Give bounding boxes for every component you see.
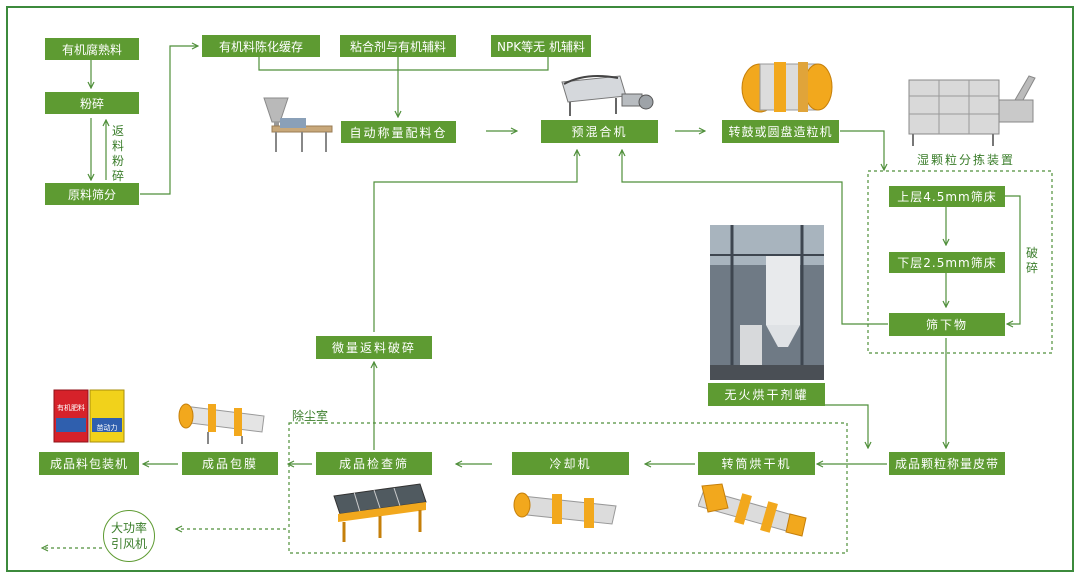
bag-right-text: 苗动力 bbox=[97, 423, 118, 432]
box-final-screen: 成品检查筛 bbox=[316, 452, 432, 475]
box-upper-screen: 上层4.5mm筛床 bbox=[889, 186, 1005, 207]
box-label: 成品料包装机 bbox=[49, 457, 128, 471]
diagram-frame bbox=[6, 6, 1074, 572]
label-dust-room: 除尘室 bbox=[292, 409, 329, 423]
box-label: 成品颗粒称量皮带 bbox=[894, 457, 999, 471]
box-organic-buffer: 有机料陈化缓存 bbox=[202, 35, 320, 57]
box-auto-weigh: 自动称量配料仓 bbox=[341, 121, 456, 143]
box-label: 粘合剂与有机辅料 bbox=[349, 39, 446, 54]
label-break: 破碎 bbox=[1025, 246, 1038, 275]
box-lower-screen: 下层2.5mm筛床 bbox=[889, 252, 1005, 273]
premix-machine-image bbox=[561, 75, 654, 116]
box-label: 成品包膜 bbox=[201, 457, 258, 471]
box-label: 原料筛分 bbox=[67, 187, 116, 202]
box-raw-screen: 原料筛分 bbox=[45, 183, 139, 205]
final-screen-image bbox=[333, 483, 427, 542]
box-label: 下层2.5mm筛床 bbox=[897, 256, 997, 270]
box-label: 上层4.5mm筛床 bbox=[897, 190, 997, 204]
box-dryer-tank: 无火烘干剂罐 bbox=[708, 383, 825, 406]
weigh-hopper-image bbox=[263, 97, 333, 152]
box-weigh-belt: 成品颗粒称量皮带 bbox=[889, 452, 1005, 475]
box-npk: NPK等无 机辅料 bbox=[491, 35, 591, 57]
coating-drum-image bbox=[178, 403, 265, 444]
rotary-dryer-image bbox=[698, 483, 807, 537]
box-label: 微量返料破碎 bbox=[331, 341, 416, 355]
fan-label-line1: 大功率 bbox=[110, 521, 147, 535]
box-label: 自动称量配料仓 bbox=[349, 125, 448, 140]
box-rotary-dryer: 转筒烘干机 bbox=[698, 452, 815, 475]
fan-circle: 大功率 引风机 bbox=[103, 510, 155, 562]
box-organic-compost: 有机腐熟料 bbox=[45, 38, 139, 60]
box-granulator: 转鼓或圆盘造粒机 bbox=[722, 120, 839, 143]
box-crush: 粉碎 bbox=[45, 92, 139, 114]
box-label: 转筒烘干机 bbox=[721, 457, 792, 471]
fan-label-line2: 引风机 bbox=[110, 537, 147, 551]
box-label: 粉碎 bbox=[79, 96, 104, 111]
box-label: 预混合机 bbox=[571, 125, 628, 139]
box-packing: 成品料包装机 bbox=[39, 452, 139, 475]
fertilizer-bags-image: 有机肥料 苗动力 bbox=[53, 389, 125, 443]
drum-granulator-image bbox=[741, 62, 833, 113]
box-label: 筛下物 bbox=[925, 318, 968, 332]
box-label: 转鼓或圆盘造粒机 bbox=[728, 125, 833, 139]
box-label: 有机腐熟料 bbox=[61, 42, 122, 57]
box-label: NPK等无 机辅料 bbox=[497, 39, 585, 54]
box-label: 成品检查筛 bbox=[338, 457, 409, 471]
box-label: 无火烘干剂罐 bbox=[724, 388, 809, 402]
wet-sorter-image bbox=[908, 75, 1036, 146]
box-undersize: 筛下物 bbox=[889, 313, 1005, 336]
label-wet-sort: 湿颗粒分拣装置 bbox=[917, 153, 1016, 167]
box-premix: 预混合机 bbox=[541, 120, 658, 143]
box-label: 冷却机 bbox=[549, 457, 592, 471]
label-return-crush: 返料粉碎 bbox=[111, 124, 124, 183]
box-cooler: 冷却机 bbox=[512, 452, 629, 475]
bag-left-text: 有机肥料 bbox=[57, 403, 85, 412]
box-label: 有机料陈化缓存 bbox=[218, 39, 303, 54]
box-coating: 成品包膜 bbox=[182, 452, 278, 475]
drying-tank-photo bbox=[710, 225, 824, 380]
cooler-image bbox=[513, 492, 617, 528]
box-binder: 粘合剂与有机辅料 bbox=[340, 35, 456, 57]
box-fines-crush: 微量返料破碎 bbox=[316, 336, 432, 359]
